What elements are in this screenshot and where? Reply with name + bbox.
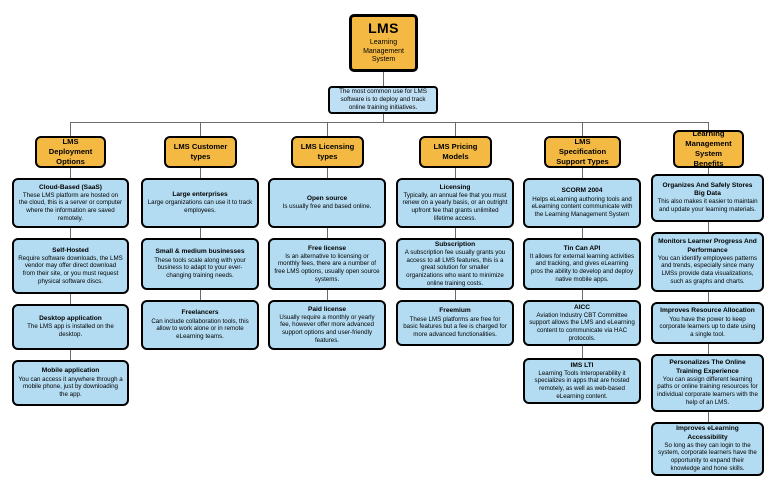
- leaf-title: AICC: [573, 303, 591, 311]
- leaf-node[interactable]: Freemium These LMS platforms are free fo…: [396, 300, 514, 346]
- connector-bus-to-col-3: [327, 122, 328, 136]
- note-text: The most common use for LMS software is …: [339, 87, 427, 112]
- leaf-title: Personalizes The Online Training Experie…: [669, 359, 746, 375]
- root-subtitle: Learning Management System: [363, 38, 404, 64]
- leaf-title: Tin Can API: [563, 244, 601, 252]
- leaf-node[interactable]: Organizes And Safely Stores Big Data Thi…: [651, 174, 764, 222]
- leaf-node[interactable]: Freelancers Can include collaboration to…: [141, 300, 259, 350]
- leaf-desc: Usually require a monthly or yearly fee,…: [279, 313, 375, 344]
- leaf-title: Large enterprises: [172, 191, 228, 199]
- leaf-title: Cloud-Based (SaaS): [38, 183, 103, 191]
- leaf-node[interactable]: Desktop application The LMS app is insta…: [12, 304, 129, 350]
- leaf-desc: You have the power to keep corporate lea…: [659, 315, 756, 338]
- leaf-desc: A subscription fee usually grants you ac…: [404, 248, 506, 287]
- leaf-node[interactable]: IMS LTI Learning Tools Interoperability …: [523, 358, 641, 404]
- root-title: LMS: [368, 19, 399, 36]
- leaf-desc: Is usually free and based online.: [282, 203, 372, 211]
- connector-bus-to-col-4: [455, 122, 456, 136]
- leaf-title: Small & medium businesses: [155, 248, 245, 256]
- category-header-licensing-types[interactable]: LMS Licensing types: [291, 136, 364, 168]
- leaf-desc: This also makes it easier to maintain an…: [657, 198, 758, 214]
- leaf-title: Subscription: [434, 240, 476, 248]
- leaf-desc: Aviation Industry CBT Committee support …: [529, 311, 635, 342]
- leaf-node[interactable]: Improves eLearning Accessibility So long…: [651, 422, 764, 476]
- leaf-node[interactable]: SCORM 2004 Helps eLearning authoring too…: [523, 178, 641, 228]
- category-header-pricing-models[interactable]: LMS Pricing Models: [419, 136, 492, 168]
- connector-bus-to-col-1: [70, 122, 71, 136]
- category-header-customer-types[interactable]: LMS Customer types: [164, 136, 237, 168]
- leaf-desc: Typically, an annual fee that you must r…: [402, 191, 508, 222]
- note-node[interactable]: The most common use for LMS software is …: [328, 86, 438, 114]
- category-label: Learning Management System Benefits: [685, 129, 732, 168]
- leaf-node[interactable]: Small & medium businesses These tools sc…: [141, 238, 259, 290]
- leaf-title: Freelancers: [181, 309, 219, 317]
- leaf-node[interactable]: Mobile application You can access it any…: [12, 360, 129, 406]
- leaf-node[interactable]: Monitors Learner Progress And Performanc…: [651, 232, 764, 292]
- leaf-node[interactable]: Large enterprises Large organizations ca…: [141, 178, 259, 228]
- leaf-node[interactable]: Open source Is usually free and based on…: [268, 178, 386, 228]
- connector-root-to-note: [383, 72, 384, 86]
- leaf-node[interactable]: Subscription A subscription fee usually …: [396, 238, 514, 290]
- leaf-desc: The LMS app is installed on the desktop.: [27, 323, 114, 339]
- connector-bus-to-col-2: [200, 122, 201, 136]
- leaf-node[interactable]: Paid license Usually require a monthly o…: [268, 300, 386, 350]
- leaf-desc: Is an alternative to licensing or monthl…: [274, 252, 380, 283]
- leaf-desc: It allows for external learning activiti…: [529, 252, 635, 283]
- leaf-node[interactable]: Self-Hosted Require software downloads, …: [12, 238, 129, 294]
- leaf-desc: Require software downloads, the LMS vend…: [18, 254, 123, 285]
- leaf-title: Monitors Learner Progress And Performanc…: [658, 238, 757, 254]
- leaf-desc: You can assign different learning paths …: [657, 375, 758, 406]
- leaf-title: Paid license: [307, 305, 347, 313]
- leaf-title: IMS LTI: [570, 361, 594, 369]
- leaf-node[interactable]: Licensing Typically, an annual fee that …: [396, 178, 514, 228]
- root-node[interactable]: LMS Learning Management System: [349, 14, 418, 72]
- connector-bus-to-col-6: [708, 122, 709, 136]
- leaf-node[interactable]: AICC Aviation Industry CBT Committee sup…: [523, 300, 641, 346]
- connector-horizontal-bus: [70, 122, 708, 123]
- leaf-desc: Large organizations can use it to track …: [147, 199, 253, 215]
- leaf-title: Free license: [307, 244, 347, 252]
- leaf-desc: You can identify employees patterns and …: [657, 254, 758, 285]
- leaf-desc: So long as they can login to the system,…: [658, 441, 757, 472]
- leaf-title: Mobile application: [41, 367, 100, 375]
- leaf-desc: You can access it anywhere through a mob…: [18, 375, 123, 398]
- leaf-node[interactable]: Personalizes The Online Training Experie…: [651, 354, 764, 412]
- connector-bus-to-col-5: [582, 122, 583, 136]
- leaf-desc: These LMS platforms are free for basic f…: [403, 315, 507, 338]
- leaf-node[interactable]: Improves Resource Allocation You have th…: [651, 302, 764, 344]
- category-label: LMS Pricing Models: [433, 142, 478, 161]
- leaf-title: Improves Resource Allocation: [660, 307, 755, 315]
- leaf-title: SCORM 2004: [561, 187, 603, 195]
- leaf-title: Licensing: [439, 183, 471, 191]
- leaf-desc: These tools scale along with your busine…: [154, 256, 246, 279]
- leaf-title: Organizes And Safely Stores Big Data: [662, 182, 753, 198]
- category-header-specification-support[interactable]: LMS Specification Support Types: [544, 136, 621, 168]
- leaf-title: Desktop application: [39, 315, 102, 323]
- leaf-desc: Can include collaboration tools, this al…: [151, 317, 249, 340]
- leaf-desc: These LMS platform are hosted on the clo…: [18, 191, 123, 222]
- category-header-deployment[interactable]: LMS Deployment Options: [35, 136, 106, 168]
- leaf-node[interactable]: Tin Can API It allows for external learn…: [523, 238, 641, 290]
- category-label: LMS Licensing types: [300, 142, 355, 161]
- category-header-benefits[interactable]: Learning Management System Benefits: [673, 129, 744, 168]
- leaf-node[interactable]: Cloud-Based (SaaS) These LMS platform ar…: [12, 178, 129, 228]
- category-label: LMS Deployment Options: [48, 137, 93, 166]
- leaf-desc: Helps eLearning authoring tools and eLea…: [531, 195, 633, 218]
- leaf-title: Freemium: [439, 307, 471, 315]
- connector-note-to-bus: [383, 114, 384, 122]
- leaf-title: Open source: [306, 195, 348, 203]
- category-label: LMS Customer types: [173, 142, 228, 161]
- leaf-title: Improves eLearning Accessibility: [676, 425, 739, 441]
- leaf-title: Self-Hosted: [52, 246, 89, 254]
- leaf-desc: Learning Tools Interoperability it speci…: [534, 369, 630, 400]
- leaf-node[interactable]: Free license Is an alternative to licens…: [268, 238, 386, 290]
- category-label: LMS Specification Support Types: [556, 137, 609, 166]
